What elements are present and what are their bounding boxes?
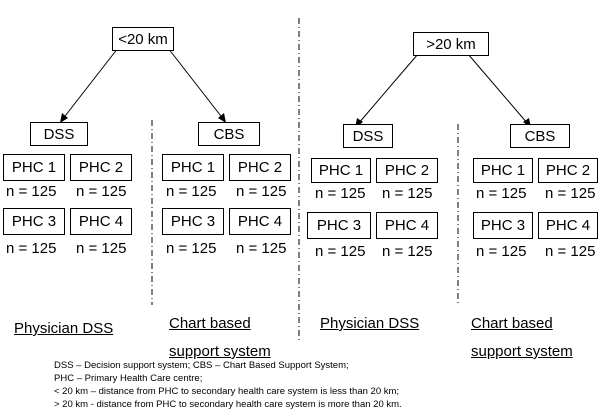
chart-based-title: Chart based xyxy=(471,315,553,332)
sample-size: n = 125 xyxy=(315,185,366,202)
phc-box: PHC 1 xyxy=(473,158,533,183)
sample-size: n = 125 xyxy=(476,185,527,202)
physician-dss-title: Physician DSS xyxy=(320,315,420,332)
sample-size: n = 125 xyxy=(236,183,287,200)
phc-box: PHC 4 xyxy=(70,208,132,235)
legend-line: PHC – Primary Health Care centre; xyxy=(54,373,203,384)
phc-box: PHC 4 xyxy=(229,208,291,235)
phc-box: PHC 2 xyxy=(229,154,291,181)
legend-line: > 20 km - distance from PHC to secondary… xyxy=(54,399,402,410)
sample-size: n = 125 xyxy=(382,243,433,260)
sample-size: n = 125 xyxy=(166,183,217,200)
sample-size: n = 125 xyxy=(6,183,57,200)
chart-based-title: Chart based xyxy=(169,315,251,332)
phc-box: PHC 1 xyxy=(3,154,65,181)
legend: DSS – Decision support system; CBS – Cha… xyxy=(54,359,402,411)
physician-dss-title: Physician DSS xyxy=(14,320,114,337)
phc-box: PHC 3 xyxy=(307,212,371,239)
phc-box: PHC 2 xyxy=(70,154,132,181)
legend-line: DSS – Decision support system; CBS – Cha… xyxy=(54,360,349,371)
sample-size: n = 125 xyxy=(382,185,433,202)
phc-box: PHC 2 xyxy=(376,158,438,183)
chart-based-title-line2: support system xyxy=(471,343,573,360)
phc-box: PHC 4 xyxy=(538,212,598,239)
legend-line: < 20 km – distance from PHC to secondary… xyxy=(54,386,400,397)
dss-box: DSS xyxy=(343,124,393,148)
phc-box: PHC 1 xyxy=(311,158,371,183)
phc-box: PHC 3 xyxy=(473,212,533,239)
distance-box-over-20km: >20 km xyxy=(413,32,489,56)
phc-box: PHC 3 xyxy=(162,208,224,235)
sample-size: n = 125 xyxy=(76,240,127,257)
sample-size: n = 125 xyxy=(476,243,527,260)
sample-size: n = 125 xyxy=(6,240,57,257)
sample-size: n = 125 xyxy=(76,183,127,200)
sample-size: n = 125 xyxy=(545,243,596,260)
phc-box: PHC 2 xyxy=(538,158,598,183)
sample-size: n = 125 xyxy=(166,240,217,257)
phc-box: PHC 4 xyxy=(376,212,438,239)
phc-box: PHC 3 xyxy=(3,208,65,235)
sample-size: n = 125 xyxy=(315,243,366,260)
phc-box: PHC 1 xyxy=(162,154,224,181)
dss-box: DSS xyxy=(30,122,88,146)
sample-size: n = 125 xyxy=(236,240,287,257)
sample-size: n = 125 xyxy=(545,185,596,202)
distance-box-under-20km: <20 km xyxy=(112,27,174,51)
cbs-box: CBS xyxy=(510,124,570,148)
chart-based-title-line2: support system xyxy=(169,343,271,360)
cbs-box: CBS xyxy=(198,122,260,146)
